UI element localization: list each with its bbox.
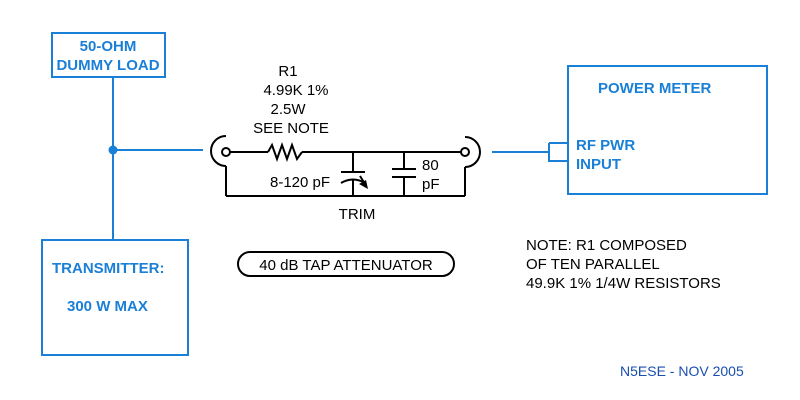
fixed-cap-value-2: pF xyxy=(422,176,440,193)
author-signature: N5ESE - NOV 2005 xyxy=(620,363,744,379)
transmitter-label-1: TRANSMITTER: xyxy=(52,260,165,277)
dummy-load-box xyxy=(51,32,166,78)
fixed-capacitor-icon xyxy=(392,152,416,196)
trim-capacitor-icon xyxy=(340,152,366,196)
resistor-power: 2.5W xyxy=(270,101,306,118)
circuit-wiring xyxy=(225,151,466,197)
fixed-cap-value-1: 80 xyxy=(422,157,439,174)
blue-wiring xyxy=(112,77,569,240)
resistor-value: 4.99K 1% xyxy=(263,82,328,99)
trim-cap-value: 8-120 pF xyxy=(270,174,330,191)
note-line-3: 49.9K 1% 1/4W RESISTORS xyxy=(526,275,721,292)
note-line-2: OF TEN PARALLEL xyxy=(526,256,660,273)
power-meter-title: POWER METER xyxy=(598,80,712,97)
resistor-name: R1 xyxy=(278,63,297,80)
resistor-note-ref: SEE NOTE xyxy=(253,120,329,137)
attenuator-label: 40 dB TAP ATTENUATOR xyxy=(259,257,433,274)
input-connector-icon xyxy=(210,135,231,167)
trim-arrow-icon xyxy=(359,180,368,189)
dummy-load-label-1: 50-OHM xyxy=(80,38,137,55)
note-line-1: NOTE: R1 COMPOSED xyxy=(526,237,687,254)
junction-dot xyxy=(108,145,118,155)
transmitter-label-2: 300 W MAX xyxy=(67,298,148,315)
attenuator-label-box xyxy=(237,251,455,277)
resistor-r1-icon xyxy=(267,142,303,162)
power-meter-box xyxy=(567,65,768,195)
output-connector-icon xyxy=(460,136,481,168)
rf-input-label-1: RF PWR xyxy=(576,137,635,154)
rf-input-label-2: INPUT xyxy=(576,156,621,173)
trim-cap-label: TRIM xyxy=(339,206,376,223)
transmitter-box xyxy=(41,239,189,356)
dummy-load-label-2: DUMMY LOAD xyxy=(56,57,159,74)
